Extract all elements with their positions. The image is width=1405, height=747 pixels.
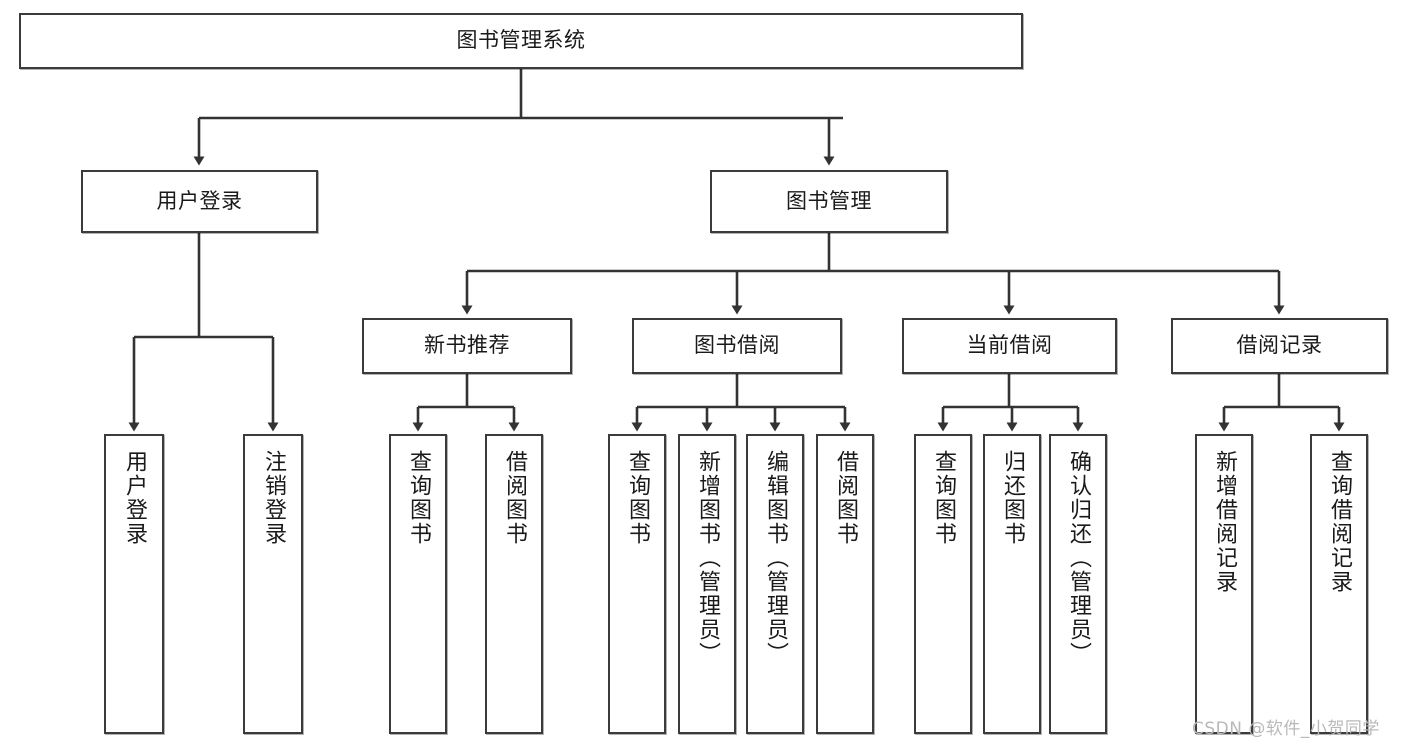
- node-label: 借阅图书: [502, 450, 527, 546]
- leaf-current-return-book[interactable]: 归还图书: [983, 434, 1041, 734]
- node-label: 确认归还（管理员）: [1066, 450, 1091, 666]
- node-label: 新增借阅记录: [1212, 450, 1237, 594]
- leaf-current-confirm-return-admin[interactable]: 确认归还（管理员）: [1049, 434, 1107, 734]
- node-label: 归还图书: [1000, 450, 1025, 546]
- node-borrow-records[interactable]: 借阅记录: [1171, 318, 1388, 374]
- node-book-management[interactable]: 图书管理: [710, 170, 948, 233]
- leaf-user-login-signin[interactable]: 用户登录: [104, 434, 164, 734]
- node-book-borrow[interactable]: 图书借阅: [632, 318, 842, 374]
- node-label: 查询图书: [406, 450, 431, 546]
- node-user-login[interactable]: 用户登录: [81, 170, 318, 233]
- node-label: 查询图书: [931, 450, 956, 546]
- node-label: 查询图书: [625, 450, 650, 546]
- node-label: 用户登录: [156, 188, 243, 213]
- leaf-records-query-record[interactable]: 查询借阅记录: [1310, 434, 1368, 734]
- node-label: 查询借阅记录: [1327, 450, 1352, 594]
- leaf-borrow-edit-book-admin[interactable]: 编辑图书（管理员）: [746, 434, 804, 734]
- node-label: 图书管理系统: [456, 28, 586, 53]
- leaf-new-book-query[interactable]: 查询图书: [389, 434, 447, 734]
- node-label: 注销登录: [261, 450, 286, 546]
- node-current-borrow[interactable]: 当前借阅: [902, 318, 1117, 374]
- leaf-borrow-borrow-book[interactable]: 借阅图书: [816, 434, 874, 734]
- node-label: 图书借阅: [694, 333, 780, 358]
- node-root-system[interactable]: 图书管理系统: [19, 13, 1023, 69]
- node-label: 编辑图书（管理员）: [763, 450, 788, 666]
- node-label: 用户登录: [122, 450, 147, 546]
- leaf-borrow-add-book-admin[interactable]: 新增图书（管理员）: [678, 434, 736, 734]
- leaf-new-book-borrow[interactable]: 借阅图书: [485, 434, 543, 734]
- node-label: 新书推荐: [424, 333, 510, 358]
- node-label: 图书管理: [786, 188, 872, 213]
- leaf-borrow-query-book[interactable]: 查询图书: [608, 434, 666, 734]
- leaf-records-add-record[interactable]: 新增借阅记录: [1195, 434, 1253, 734]
- node-label: 当前借阅: [966, 333, 1053, 358]
- node-label: 借阅图书: [833, 450, 858, 546]
- leaf-user-login-signout[interactable]: 注销登录: [243, 434, 303, 734]
- csdn-watermark: CSDN @软件_小贺同学: [1192, 719, 1380, 739]
- node-label: 新增图书（管理员）: [695, 450, 720, 666]
- leaf-current-query-book[interactable]: 查询图书: [914, 434, 972, 734]
- node-label: 借阅记录: [1236, 333, 1323, 358]
- node-new-book-recommend[interactable]: 新书推荐: [362, 318, 572, 374]
